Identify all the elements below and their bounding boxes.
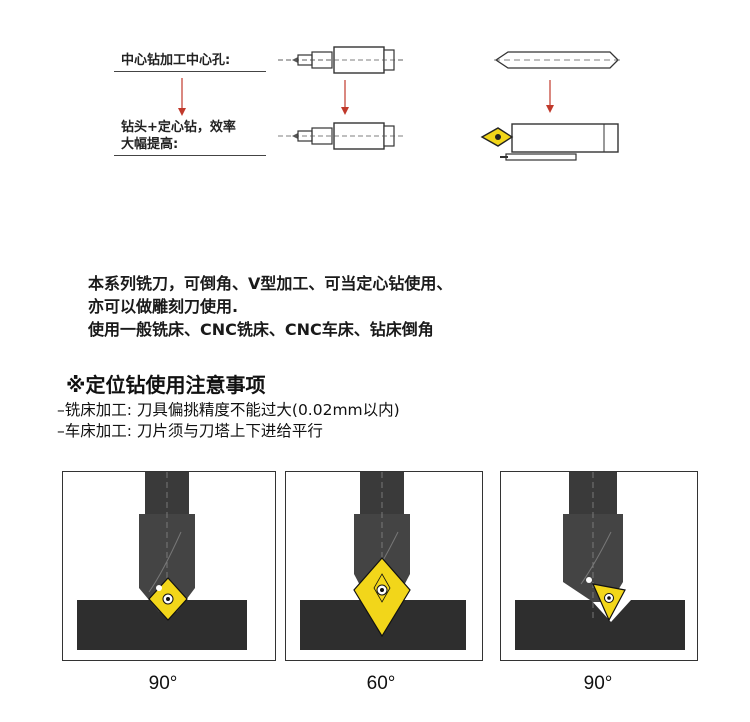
label-efficiency: 大幅提高:: [121, 137, 179, 152]
center-drill-icon: [278, 46, 406, 74]
down-arrow-icon-3: [546, 80, 554, 113]
description-line-2: 亦可以做雕刻刀使用.: [88, 297, 239, 316]
chamfer-tool-60-illustration: [300, 472, 466, 650]
label-center-drill: 中心钻加工中心孔:: [121, 53, 231, 68]
angle-label-60: 60°: [366, 673, 396, 694]
description-line-3: 使用一般铣床、CNC铣床、CNC车床、钻床倒角: [88, 320, 434, 339]
down-arrow-icon: [178, 78, 186, 116]
note-lathe: –车床加工: 刀片须与刀塔上下进给平行: [57, 422, 323, 440]
notes-title: ※定位钻使用注意事项: [66, 373, 266, 397]
center-drill-icon-2: [278, 122, 406, 150]
panel-90-b: [500, 471, 698, 661]
note-milling: –铣床加工: 刀具偏挑精度不能过大(0.02mm以内): [57, 401, 400, 419]
underline-1: [114, 71, 266, 72]
down-arrow-icon-2: [341, 80, 349, 115]
description-line-1: 本系列铣刀，可倒角、V型加工、可当定心钻使用、: [88, 274, 453, 293]
chamfer-tool-90-illustration: [77, 472, 247, 650]
panel-60: [285, 471, 483, 661]
twist-drill-icon: [494, 51, 622, 69]
chamfer-mill-icon: [480, 123, 619, 161]
panel-90-a: [62, 471, 276, 661]
angle-label-90-b: 90°: [583, 673, 613, 694]
chamfer-tool-90-lathe-illustration: [515, 472, 685, 650]
label-drill-plus-center: 钻头+定心钻，效率: [121, 120, 236, 135]
underline-2: [114, 155, 266, 156]
angle-label-90-a: 90°: [148, 673, 178, 694]
